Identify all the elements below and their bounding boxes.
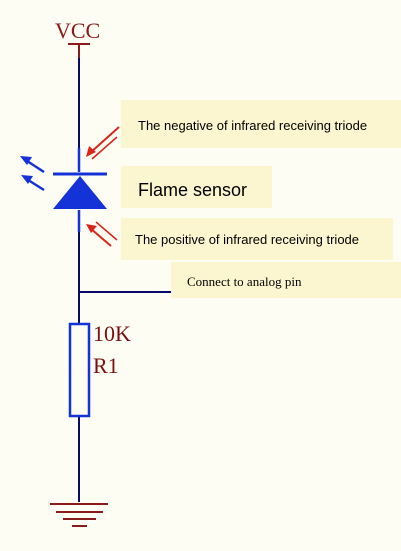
analog-pin-note: Connect to analog pin <box>171 262 401 298</box>
positive-pole-note: The positive of infrared receiving triod… <box>121 218 393 260</box>
light-emission-icon <box>20 156 45 192</box>
vcc-terminal-icon <box>68 43 90 58</box>
infrared-diode-icon <box>53 172 107 209</box>
resistor-icon <box>68 322 91 418</box>
resistor-ref-label: R1 <box>93 353 119 378</box>
negative-pole-note: The negative of infrared receiving triod… <box>121 100 401 148</box>
incoming-light-arrow-icon <box>86 126 120 247</box>
vcc-label: VCC <box>55 18 100 43</box>
ground-icon <box>50 503 108 527</box>
resistor-value-label: 10K <box>93 321 131 346</box>
flame-sensor-note: Flame sensor <box>121 166 272 208</box>
